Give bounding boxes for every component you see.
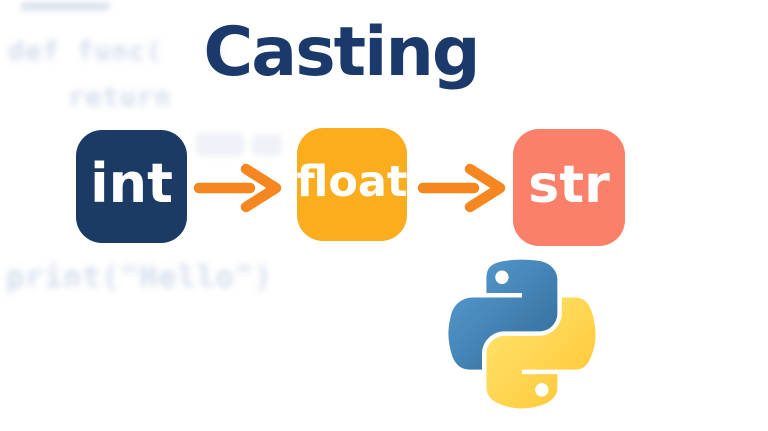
blurred-code-blob: [20, 2, 110, 11]
type-box-int: int: [76, 130, 187, 243]
python-logo-icon: [448, 259, 596, 409]
arrow-right-icon: [417, 163, 506, 213]
type-box-str-label: str: [528, 154, 610, 215]
type-box-float: float: [296, 128, 408, 241]
blurred-code-blob: [196, 133, 244, 156]
background-code-fragment: def func(: [8, 36, 164, 67]
background-code-fragment: print("Hello"): [6, 260, 273, 295]
blurred-code-blob: [252, 134, 282, 156]
type-box-float-label: float: [296, 156, 408, 207]
arrow-right-icon: [193, 163, 282, 213]
type-box-str: str: [513, 129, 625, 246]
page-title: Casting: [203, 13, 480, 92]
type-box-int-label: int: [90, 152, 173, 215]
